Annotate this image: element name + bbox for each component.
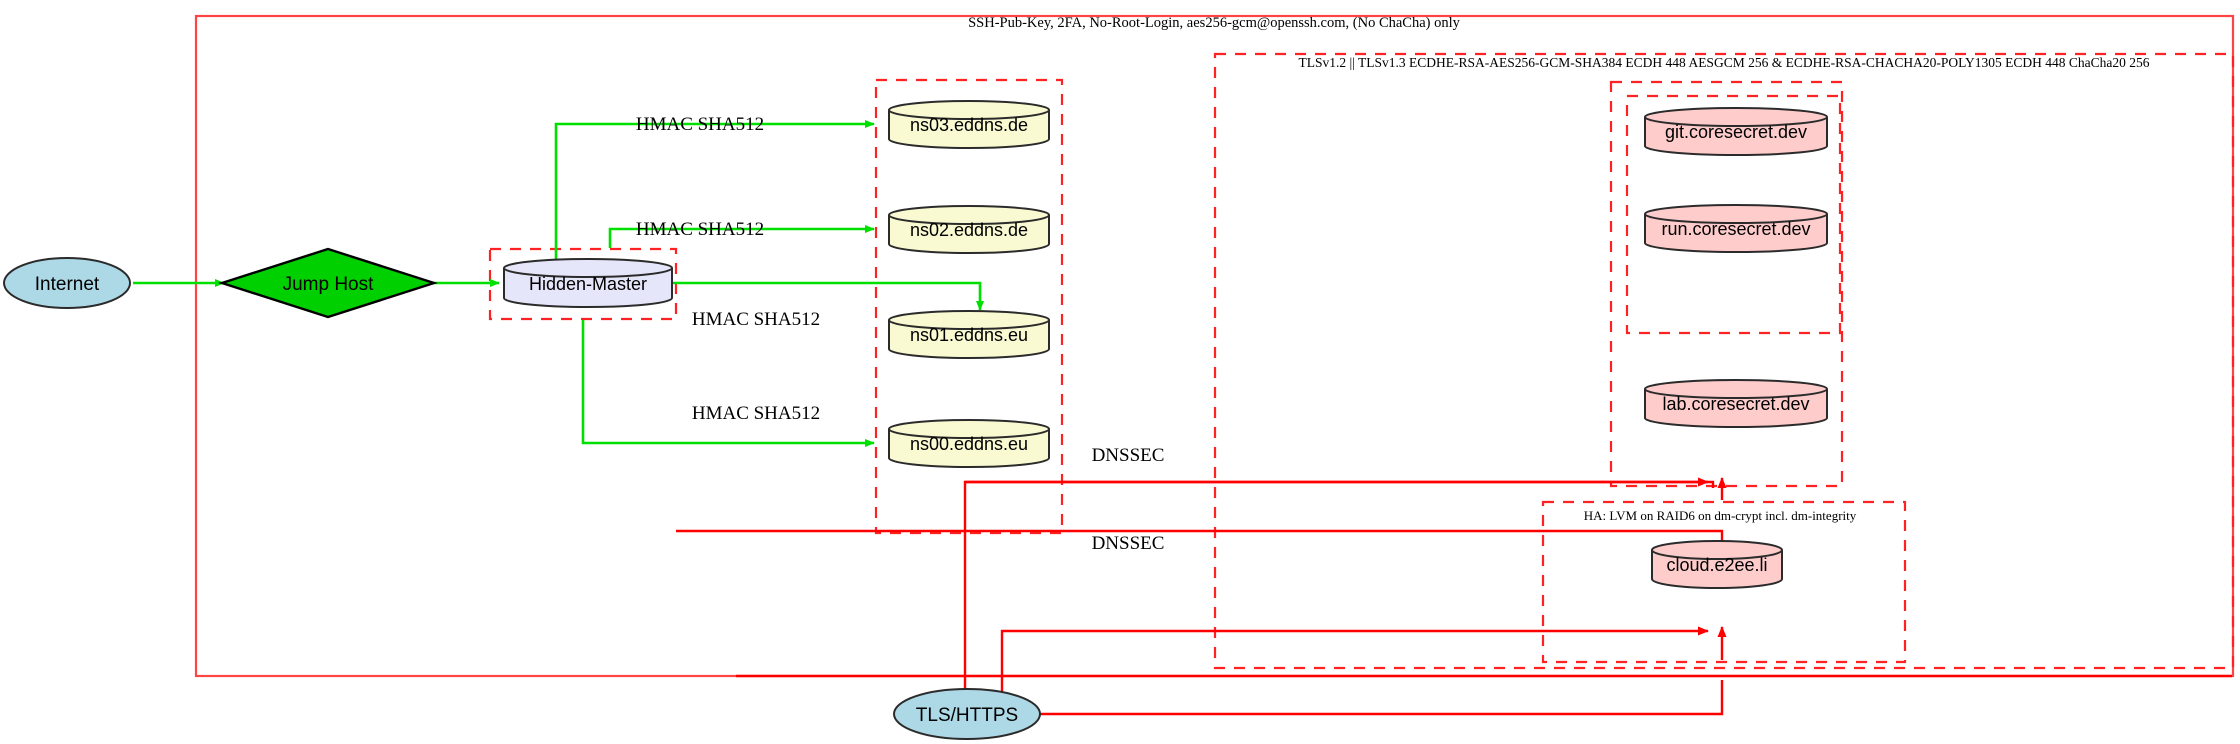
node-lab-label: lab.coresecret.dev: [1662, 394, 1809, 414]
edge-tls-mid-horizontal: [676, 529, 1724, 542]
cluster-coresecret-box: [1609, 80, 1844, 488]
edge-label-dnssec-lower: DNSSEC: [1092, 533, 1165, 554]
edge-label-hmac-ns03: HMAC SHA512: [636, 114, 764, 135]
node-hidden-master[interactable]: Hidden-Master: [503, 258, 673, 308]
node-ns02[interactable]: ns02.eddns.de: [888, 205, 1050, 254]
node-tls-https[interactable]: TLS/HTTPS: [893, 688, 1041, 740]
node-jump-host-label: Jump Host: [283, 274, 375, 295]
node-internet-label: Internet: [35, 274, 100, 295]
edge-hiddenmaster-to-ns03: [554, 120, 875, 261]
cluster-ssh-label: SSH-Pub-Key, 2FA, No-Root-Login, aes256-…: [968, 15, 1461, 31]
node-ns00[interactable]: ns00.eddns.eu: [888, 419, 1050, 468]
edge-hiddenmaster-to-ns02: [608, 225, 875, 248]
node-run-coresecret-dev[interactable]: run.coresecret.dev: [1644, 204, 1828, 253]
cluster-tls-label: TLSv1.2 || TLSv1.3 ECDHE-RSA-AES256-GCM-…: [1299, 55, 2150, 70]
node-git-label: git.coresecret.dev: [1665, 122, 1807, 142]
node-tls-https-label: TLS/HTTPS: [916, 705, 1018, 726]
edge-label-hmac-ns02: HMAC SHA512: [636, 219, 764, 240]
node-lab-coresecret-dev[interactable]: lab.coresecret.dev: [1644, 379, 1828, 428]
node-ns00-label: ns00.eddns.eu: [910, 434, 1028, 454]
cluster-tls-box: [1213, 52, 2235, 670]
cluster-ha-label: HA: LVM on RAID6 on dm-crypt incl. dm-in…: [1584, 508, 1857, 523]
edge-label-dnssec-upper: DNSSEC: [1092, 445, 1165, 466]
node-internet[interactable]: Internet: [3, 257, 131, 309]
node-jump-host[interactable]: Jump Host: [218, 247, 438, 319]
node-cloud-e2ee-li[interactable]: cloud.e2ee.li: [1651, 540, 1783, 589]
edge-label-hmac-ns01: HMAC SHA512: [692, 309, 820, 330]
edge-hiddenmaster-to-ns01: [669, 281, 984, 311]
node-run-label: run.coresecret.dev: [1661, 219, 1810, 239]
edge-tlshttps-to-right: [1040, 680, 1724, 716]
node-ns01[interactable]: ns01.eddns.eu: [888, 310, 1050, 359]
node-ns01-label: ns01.eddns.eu: [910, 325, 1028, 345]
node-ns03-label: ns03.eddns.de: [910, 115, 1028, 135]
node-ns03[interactable]: ns03.eddns.de: [888, 100, 1050, 149]
edge-dnssec-lower: [1000, 626, 1709, 715]
node-ns02-label: ns02.eddns.de: [910, 220, 1028, 240]
node-cloud-label: cloud.e2ee.li: [1666, 555, 1767, 575]
edge-hiddenmaster-to-ns00: [581, 320, 875, 447]
cluster-coresecret-inner-box: [1625, 94, 1842, 335]
node-hidden-master-label: Hidden-Master: [529, 274, 647, 294]
node-git-coresecret-dev[interactable]: git.coresecret.dev: [1644, 107, 1828, 156]
cluster-ha-box: [1541, 500, 1907, 664]
edge-label-hmac-ns00: HMAC SHA512: [692, 403, 820, 424]
